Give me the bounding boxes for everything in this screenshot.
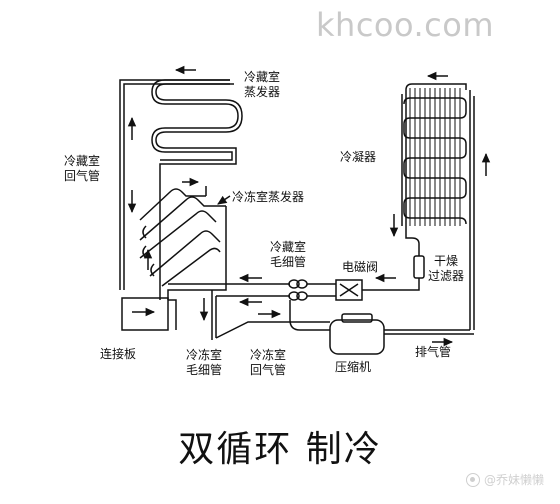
label-freezer-return: 冷冻室 回气管: [250, 348, 287, 377]
freezer-return-pipe: [215, 321, 330, 339]
brand-logo-icon: [465, 472, 480, 487]
dryer-filter: [402, 226, 425, 291]
connector-board: [121, 297, 169, 331]
label-fridge-evaporator: 冷藏室 蒸发器: [244, 70, 281, 99]
arrow-freezer-right: [217, 195, 231, 205]
fridge-return-pipe: [119, 79, 230, 290]
label-fridge-capillary: 冷藏室 毛细管: [270, 240, 307, 269]
freezer-capillary-pipe: [211, 290, 217, 340]
label-condenser: 冷凝器: [340, 150, 377, 164]
fridge-evaporator-coil-inner: [155, 83, 243, 300]
connector-stub: [168, 299, 177, 330]
compressor: [289, 300, 385, 355]
brand-watermark: @乔妹懒懒: [465, 471, 544, 488]
label-connector-board: 连接板: [100, 347, 137, 361]
brand-text: @乔妹懒懒: [483, 473, 544, 487]
solenoid-valve: [335, 279, 402, 301]
fridge-evaporator-coil: [151, 79, 239, 161]
condenser-fins: [409, 88, 461, 226]
label-compressor: 压缩机: [335, 360, 372, 374]
label-solenoid-valve: 电磁阀: [342, 260, 379, 274]
freezer-evaporator-coil: [139, 186, 227, 300]
label-freezer-capillary: 冷冻室 毛细管: [186, 348, 223, 377]
watermark: khcoo.com: [316, 6, 495, 44]
condenser-coil: [401, 83, 475, 330]
label-freezer-evaporator: 冷冻室蒸发器: [232, 190, 305, 204]
exhaust-pipe: [384, 329, 474, 335]
label-exhaust-pipe: 排气管: [415, 345, 452, 359]
capillary-lines: [168, 283, 290, 297]
label-fridge-return: 冷藏室 回气管: [64, 154, 101, 183]
diagram-title: 双循环 制冷: [178, 429, 382, 470]
flow-arrows: [127, 65, 491, 347]
fridge-capillary-coil: [288, 279, 336, 289]
freezer-capillary-coil: [288, 291, 336, 301]
label-dryer-filter: 干燥 过滤器: [428, 254, 465, 283]
